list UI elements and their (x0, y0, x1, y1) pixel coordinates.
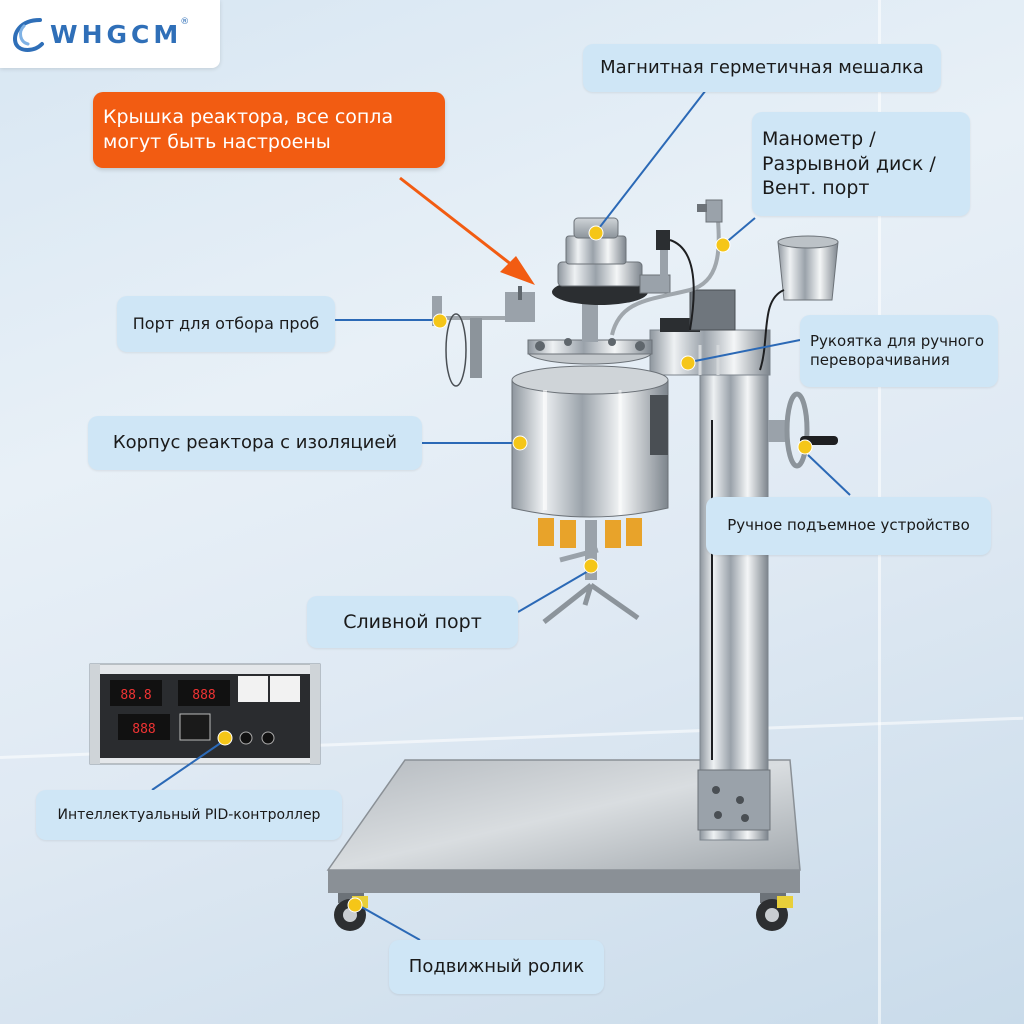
base-plate (326, 759, 801, 893)
callout-reactor-body-text: Корпус реактора с изоляцией (112, 432, 398, 454)
callout-pid-controller-text: Интеллектуальный PID-контроллер (57, 806, 321, 823)
callout-manual-lifter: Ручное подъемное устройство (706, 497, 991, 555)
brand-name: WHGCM (50, 19, 183, 49)
brand-registered-mark: ® (180, 17, 190, 27)
column-head (649, 289, 771, 376)
callout-gauge-vent-text: Манометр / Разрывной диск / Вент. порт (762, 127, 936, 200)
callout-reactor-body: Корпус реактора с изоляцией (88, 416, 422, 470)
sampling-piping (432, 286, 535, 387)
callout-flip-handle-text: Рукоятка для ручного переворачивания (810, 331, 984, 370)
callout-gauge-vent: Манометр / Разрывной диск / Вент. порт (752, 112, 970, 216)
callout-sampling-port: Порт для отбора проб (117, 296, 335, 352)
callout-flip-handle: Рукоятка для ручного переворачивания (800, 315, 998, 387)
callout-drain-port-text: Сливной порт (343, 610, 482, 633)
handwheel (768, 391, 838, 469)
callout-sampling-port-text: Порт для отбора проб (132, 313, 320, 333)
callout-markers (217, 225, 813, 913)
callout-pid-controller: Интеллектуальный PID-контроллер (36, 790, 342, 840)
lid-arrow (399, 176, 535, 285)
logo-swoosh-icon (13, 18, 44, 52)
auxiliary-cup (759, 235, 839, 371)
callout-caster-text: Подвижный ролик (408, 956, 585, 978)
svg-text:888: 888 (132, 722, 155, 737)
callout-reactor-lid: Крышка реактора, все сопла могут быть на… (93, 92, 445, 168)
callout-magnetic-stirrer-text: Магнитная герметичная мешалка (600, 57, 924, 79)
callout-magnetic-stirrer: Магнитная герметичная мешалка (583, 44, 941, 92)
drain-valve (542, 520, 640, 624)
support-column (697, 369, 771, 841)
pid-controller-unit: 88.8 888 888 (89, 663, 321, 765)
callout-manual-lifter-text: Ручное подъемное устройство (727, 516, 970, 535)
reactor-lid (527, 338, 653, 365)
caster-right (756, 893, 793, 931)
svg-text:88.8: 88.8 (120, 688, 151, 703)
brand-logo: WHGCM ® (0, 0, 220, 68)
svg-text:888: 888 (192, 688, 215, 703)
magnetic-stirrer (552, 217, 671, 342)
callout-reactor-lid-text: Крышка реактора, все сопла могут быть на… (103, 106, 394, 153)
callout-drain-port: Сливной порт (307, 596, 518, 648)
callout-caster: Подвижный ролик (389, 940, 604, 994)
reactor-vessel (511, 365, 669, 548)
